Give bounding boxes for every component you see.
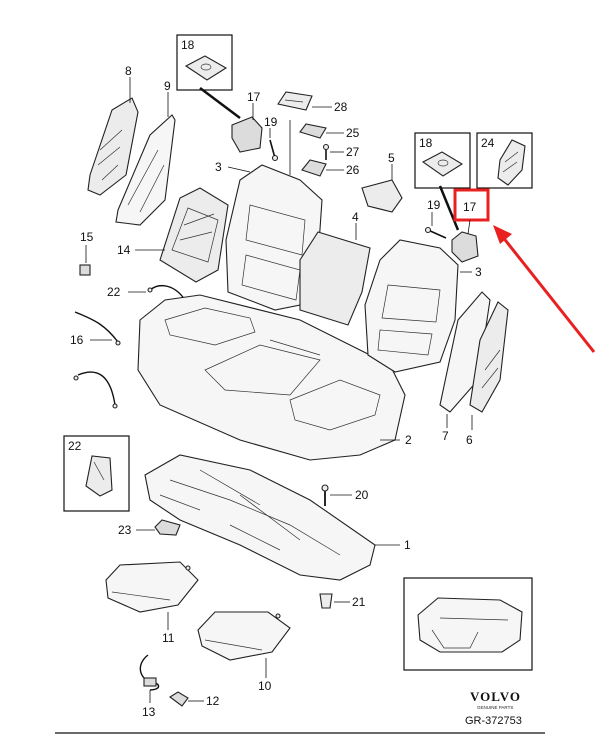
- callout-14: 14: [117, 243, 131, 257]
- part-5-panel: 5: [361, 151, 403, 213]
- callout-2: 2: [405, 433, 412, 447]
- part-16-harness: 16: [70, 311, 121, 409]
- part-27-bolt: 27: [322, 143, 360, 160]
- callout-8: 8: [125, 64, 132, 78]
- diagram-reference: GR-372753: [465, 715, 522, 727]
- part-4-center-pad: 4: [299, 210, 371, 326]
- part-10-panel: 10: [197, 611, 291, 693]
- part-6-trim: 6: [466, 301, 509, 447]
- callout-27: 27: [346, 145, 360, 159]
- callout-7: 7: [442, 429, 449, 443]
- callout-1: 1: [404, 538, 411, 552]
- inset-label-22: 22: [68, 439, 82, 453]
- red-arrow-indicator: [493, 225, 596, 353]
- callout-5: 5: [388, 151, 395, 165]
- callout-3-right: 3: [475, 265, 482, 279]
- part-19-screw-top: 19: [264, 115, 279, 162]
- inset-box-detail: [403, 577, 533, 671]
- callout-15: 15: [80, 230, 94, 244]
- brand-subtitle: GENUINE PARTS: [477, 705, 513, 710]
- part-7-trim: 7: [439, 291, 491, 443]
- callout-25: 25: [346, 126, 360, 140]
- callout-11: 11: [162, 631, 175, 645]
- part-8-trim: 8: [87, 64, 139, 196]
- highlight-label-17: 17: [463, 200, 477, 214]
- inset-label-24: 24: [481, 136, 495, 150]
- part-25-clip: 25: [299, 123, 360, 140]
- part-14-frame: 14: [117, 187, 229, 283]
- callout-26: 26: [346, 163, 360, 177]
- callout-4: 4: [352, 210, 359, 224]
- callout-10: 10: [258, 679, 272, 693]
- part-20-bolt: 20: [321, 484, 369, 506]
- callout-17-top: 17: [247, 90, 261, 104]
- callout-3-left: 3: [215, 160, 222, 174]
- inset-box-22: 22: [63, 435, 130, 512]
- part-17-bracket: 17: [231, 90, 263, 153]
- callout-13: 13: [142, 705, 156, 719]
- callout-22: 22: [107, 285, 121, 299]
- part-3-backrest-right: 3: [364, 239, 482, 373]
- callout-20: 20: [355, 488, 369, 502]
- part-15-clip: 15: [79, 230, 94, 276]
- part-12-clip: 12: [169, 691, 220, 708]
- part-22-cable: 22: [107, 284, 186, 301]
- part-21-nut: 21: [319, 593, 366, 609]
- part-11-panel: 11: [105, 561, 199, 645]
- highlight-part-17: 17: [451, 188, 490, 263]
- inset-box-24: 24: [476, 132, 533, 189]
- callout-28: 28: [334, 100, 348, 114]
- callout-9: 9: [164, 79, 171, 93]
- part-13-cable: 13: [139, 654, 160, 719]
- part-9-trim: 9: [115, 79, 176, 226]
- inset-box-18-right: 18: [414, 132, 471, 231]
- part-26-latch: 26: [301, 159, 360, 177]
- volvo-brand-logo: VOLVO GENUINE PARTS: [470, 689, 521, 710]
- part-23-clip: 23: [118, 519, 181, 537]
- inset-box-18-left: 18: [176, 34, 241, 119]
- callout-16: 16: [70, 333, 84, 347]
- callout-19-right: 19: [427, 198, 441, 212]
- part-3-backrest-left: 3: [215, 120, 323, 311]
- highlight-box-17: [453, 188, 490, 222]
- brand-name: VOLVO: [470, 689, 521, 704]
- part-19-screw-right: 19: [424, 198, 447, 239]
- part-1-frame: 1: [144, 454, 411, 581]
- callout-12: 12: [206, 694, 220, 708]
- callout-6: 6: [466, 433, 473, 447]
- inset-label-18-right: 18: [419, 136, 433, 150]
- callout-21: 21: [352, 595, 366, 609]
- inset-label-18-left: 18: [181, 38, 195, 52]
- part-2-cushion: 2: [137, 294, 412, 461]
- callout-23: 23: [118, 523, 132, 537]
- part-28-cover: 28: [277, 91, 348, 114]
- callout-19-top: 19: [264, 115, 278, 129]
